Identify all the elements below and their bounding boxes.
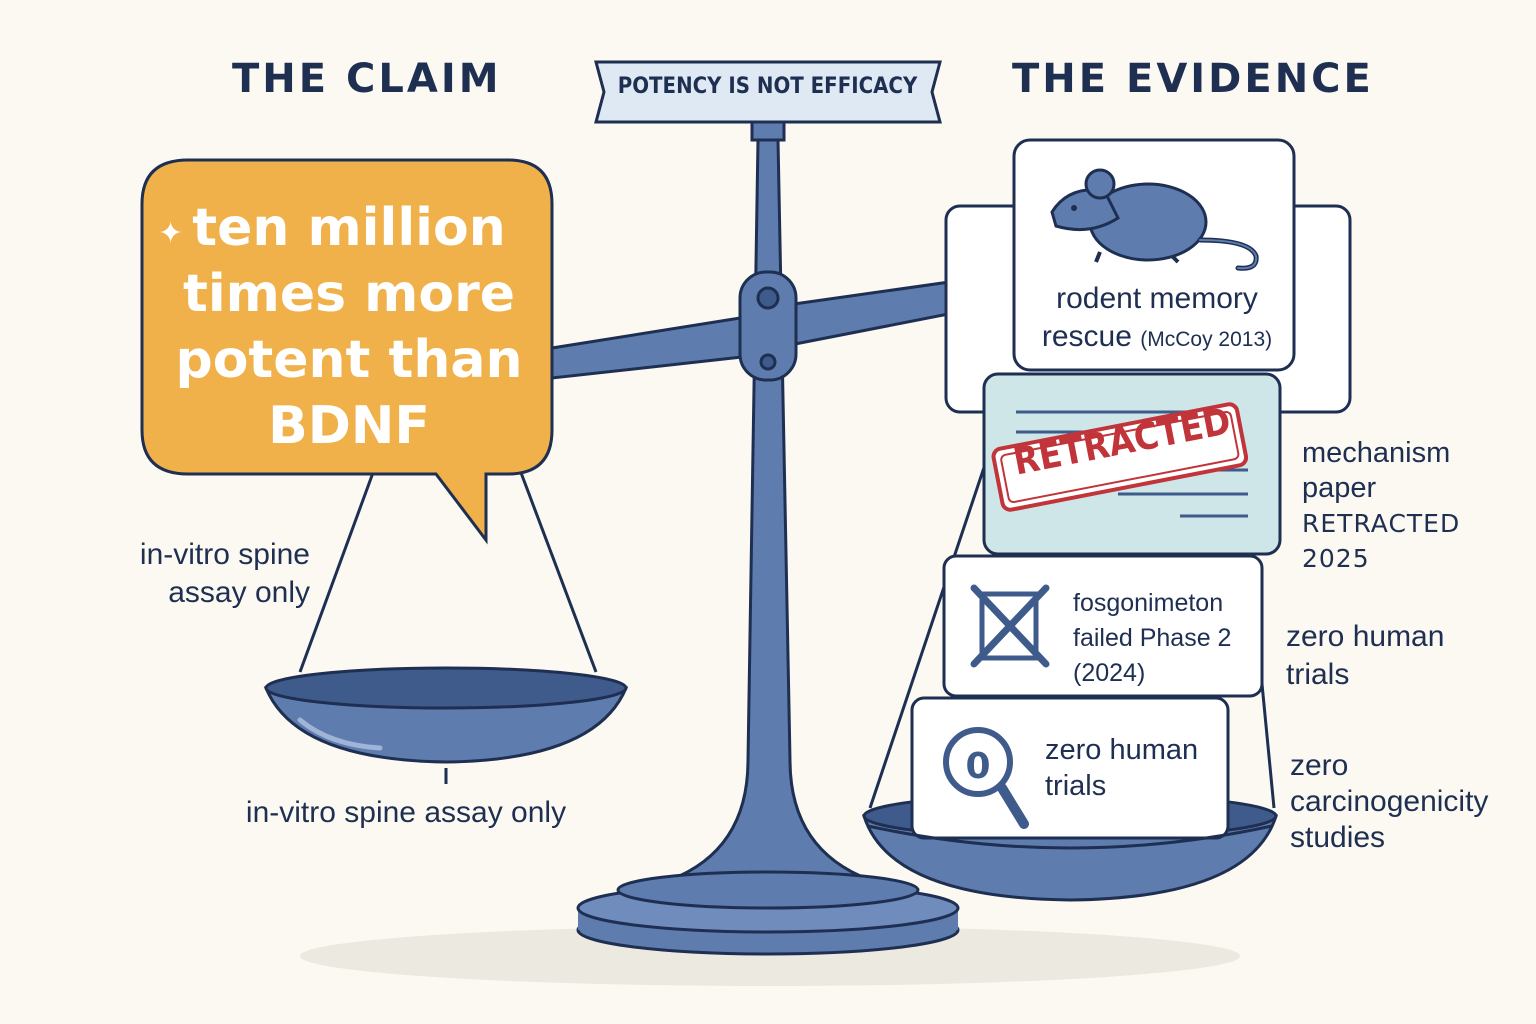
rodent-card-label: rodent memory rescue (McCoy 2013) (1022, 280, 1292, 359)
fosgonimeton-card-label: fosgonimeton failed Phase 2 (2024) (1073, 589, 1232, 687)
right-pan-lip (867, 824, 1273, 850)
ground-shadow (300, 926, 1240, 986)
note-zero-carcinogenicity: zero carcinogenicity studies (1290, 749, 1489, 854)
magnifier-zero-digit: 0 (965, 746, 990, 787)
banner (594, 60, 942, 124)
note-mechanism: mechanism paper RETRACTED 2025 (1302, 436, 1522, 576)
retracted-stamp (991, 402, 1249, 512)
note-mechanism-text: mechanism paper (1302, 437, 1451, 504)
pivot-hub (738, 270, 798, 382)
heading-claim: THE CLAIM (232, 56, 502, 102)
scale-base (576, 870, 960, 956)
scale-post (669, 120, 871, 882)
claim-bubble (140, 158, 554, 545)
magnifier-zero-icon: 0 (943, 727, 1029, 829)
sparkle-icon: ✦ (158, 216, 184, 251)
banner-text: POTENCY IS NOT EFFICACY (617, 74, 918, 99)
note-zero-trials: zero human trials (1286, 620, 1445, 691)
card-zero-trials: 0 (910, 696, 1230, 840)
note-mechanism-retracted: RETRACTED 2025 (1302, 509, 1461, 573)
card-rodent (1012, 138, 1296, 372)
claim-bubble-text: ten million times more potent than BDNF (175, 198, 523, 456)
mouse-icon (1050, 168, 1259, 271)
crossed-box-icon (970, 584, 1050, 668)
card-retracted (982, 372, 1282, 556)
heading-evidence: THE EVIDENCE (1012, 56, 1374, 102)
claim-note-upper: in-vitro spine assay only (139, 538, 310, 609)
card-fosgonimeton (942, 554, 1264, 698)
left-pan (263, 469, 629, 784)
claim-note-lower: in-vitro spine assay only (245, 796, 567, 829)
rodent-card-title: rodent memory rescue (1041, 282, 1258, 353)
zero-trials-card-label: zero human trials (1045, 734, 1199, 802)
rodent-card-citation: (McCoy 2013) (1140, 328, 1273, 351)
